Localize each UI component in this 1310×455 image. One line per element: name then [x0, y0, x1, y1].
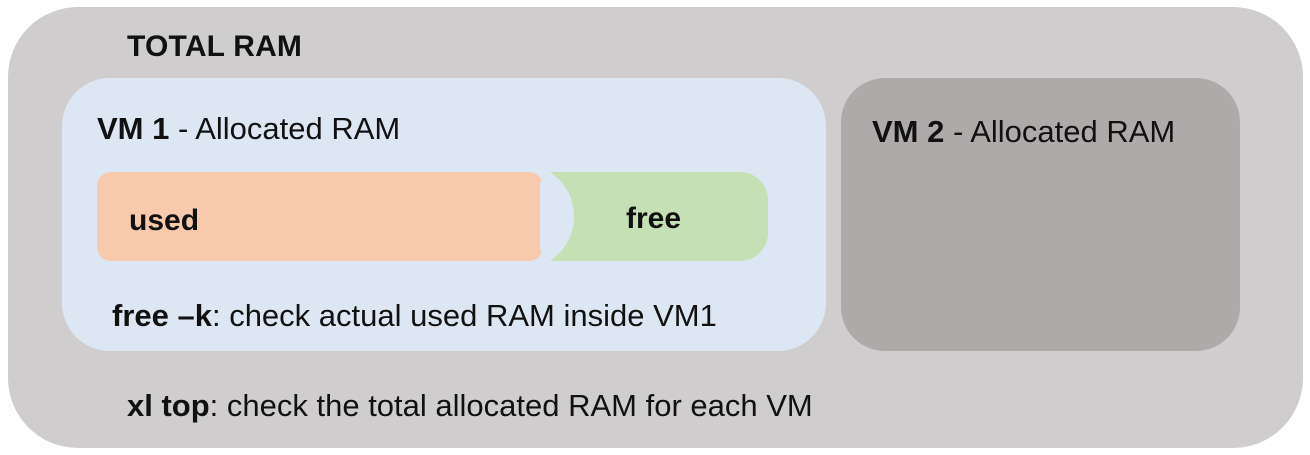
- free-ram-notch: [540, 172, 574, 261]
- vm2-suffix: - Allocated RAM: [944, 114, 1176, 149]
- vm1-name: VM 1: [97, 111, 170, 146]
- vm2-name: VM 2: [872, 114, 945, 149]
- vm1-command-desc: : check actual used RAM inside VM1: [211, 298, 717, 333]
- total-command-note: xl top: check the total allocated RAM fo…: [127, 388, 813, 424]
- vm1-suffix: - Allocated RAM: [169, 111, 401, 146]
- vm1-command: free –k: [112, 298, 212, 333]
- total-command: xl top: [127, 388, 210, 423]
- vm2-label: VM 2 - Allocated RAM: [872, 114, 1175, 150]
- total-command-desc: : check the total allocated RAM for each…: [209, 388, 813, 423]
- used-ram-label: used: [129, 204, 200, 237]
- vm2-container: [841, 78, 1240, 351]
- total-ram-title: TOTAL RAM: [127, 30, 303, 63]
- free-ram-block: [540, 172, 768, 261]
- vm1-label: VM 1 - Allocated RAM: [97, 111, 400, 147]
- used-ram-block: [97, 172, 543, 261]
- free-ram-label: free: [626, 202, 682, 235]
- vm1-command-note: free –k: check actual used RAM inside VM…: [112, 298, 717, 334]
